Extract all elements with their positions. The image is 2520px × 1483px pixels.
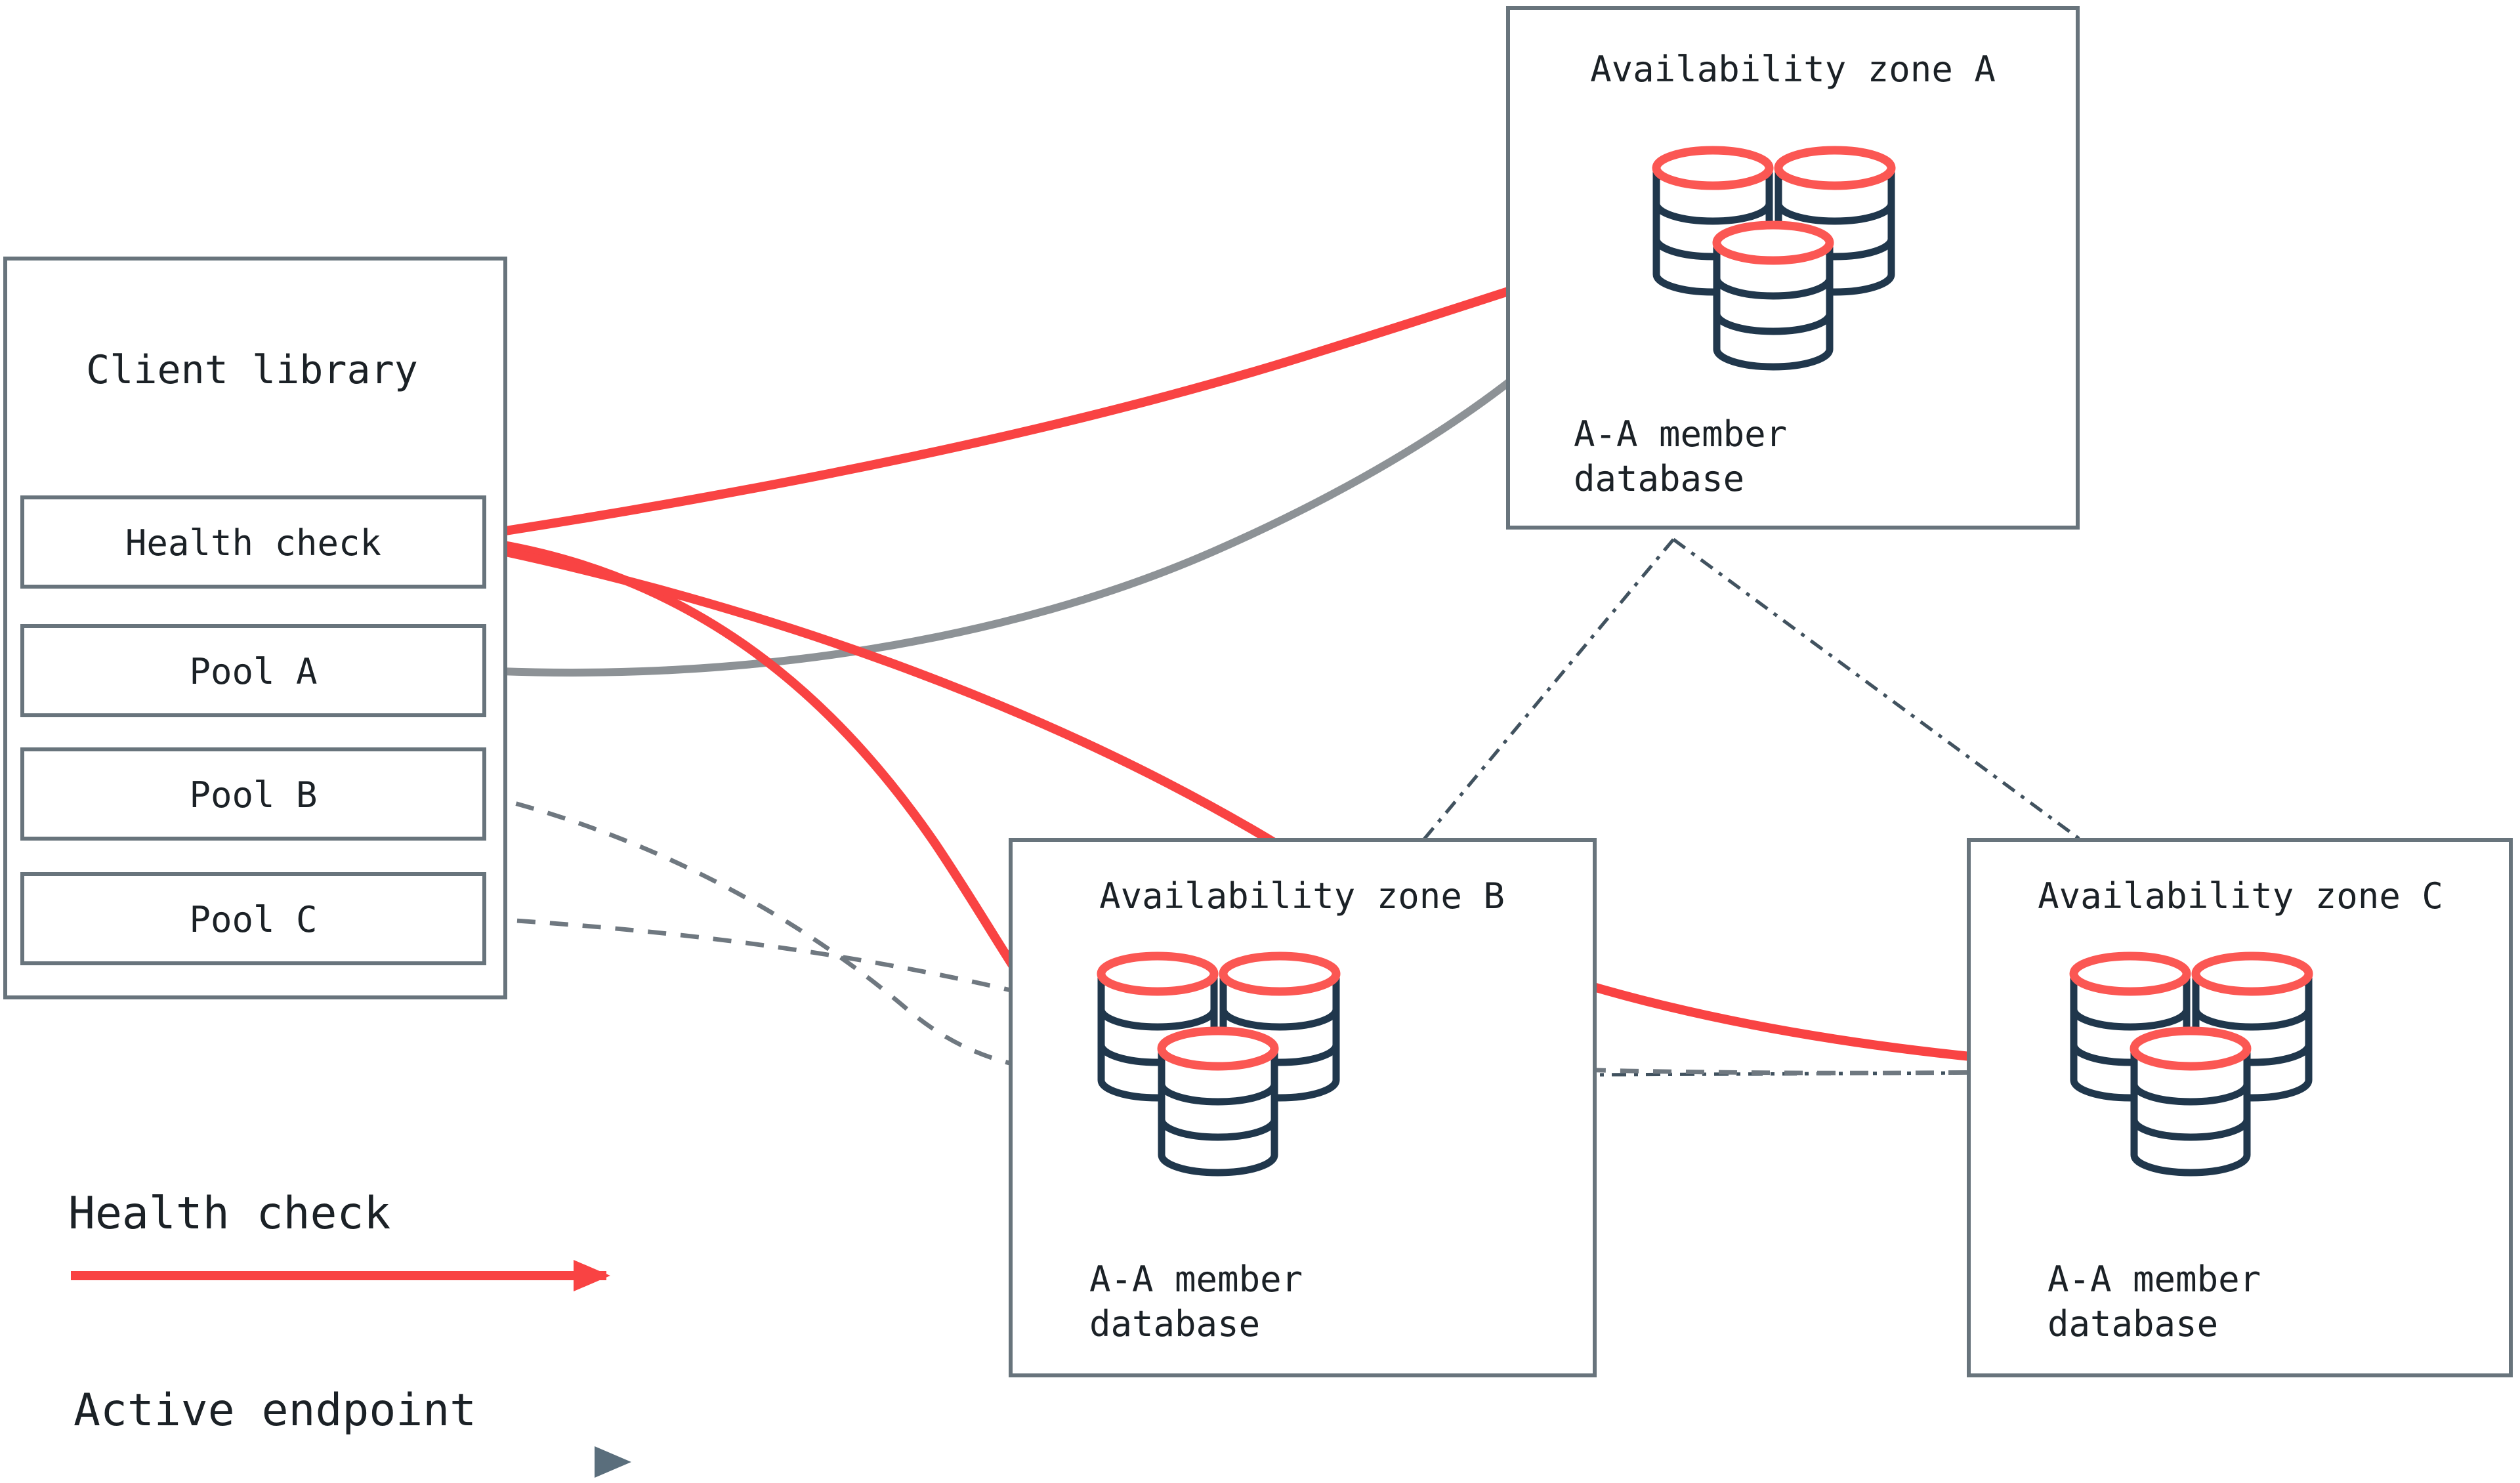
client-library-title: Client library [86,347,418,393]
health-check-box [20,495,486,589]
zone-a-db-label-line2: database [1574,458,1744,499]
pool-a-box [20,624,486,717]
zone-c-db-label-line1: A-A member [2048,1259,2261,1300]
legend-health-check-label: Health check [68,1188,390,1240]
pool-a-active-endpoint-line [480,245,1639,677]
legend-active-endpoint-label: Active endpoint [74,1385,476,1436]
health-check-label: Health check [125,522,381,564]
zone-b-db-label-line1: A-A member [1089,1259,1303,1300]
availability-zone-b-box [1009,838,1597,1377]
pool-c-label: Pool C [189,899,317,940]
pool-b-box [20,747,486,841]
zone-b-db-label-line2: database [1089,1303,1260,1345]
pool-b-label: Pool B [189,774,317,816]
pool-a-label: Pool A [189,651,317,692]
client-library-panel: Client library Health check Pool A Pool … [3,257,507,999]
availability-zone-c-title: Availability zone C [2038,875,2443,917]
availability-zone-c: Availability zone C A-A member database [1967,838,2513,1377]
legend: Health check Active endpoint [68,1188,631,1478]
health-check-line-zone-a [480,241,1656,539]
availability-zone-a-title: Availability zone A [1590,49,1996,90]
pool-c-box [20,872,486,965]
zone-a-db-label-line1: A-A member [1574,413,1787,455]
availability-zone-b-title: Availability zone B [1099,875,1505,917]
availability-zone-b: Availability zone B A-A member database [1009,838,1597,1377]
availability-zone-a: Availability zone A A-A member database [1506,6,2080,530]
zone-c-db-label-line2: database [2048,1303,2218,1345]
